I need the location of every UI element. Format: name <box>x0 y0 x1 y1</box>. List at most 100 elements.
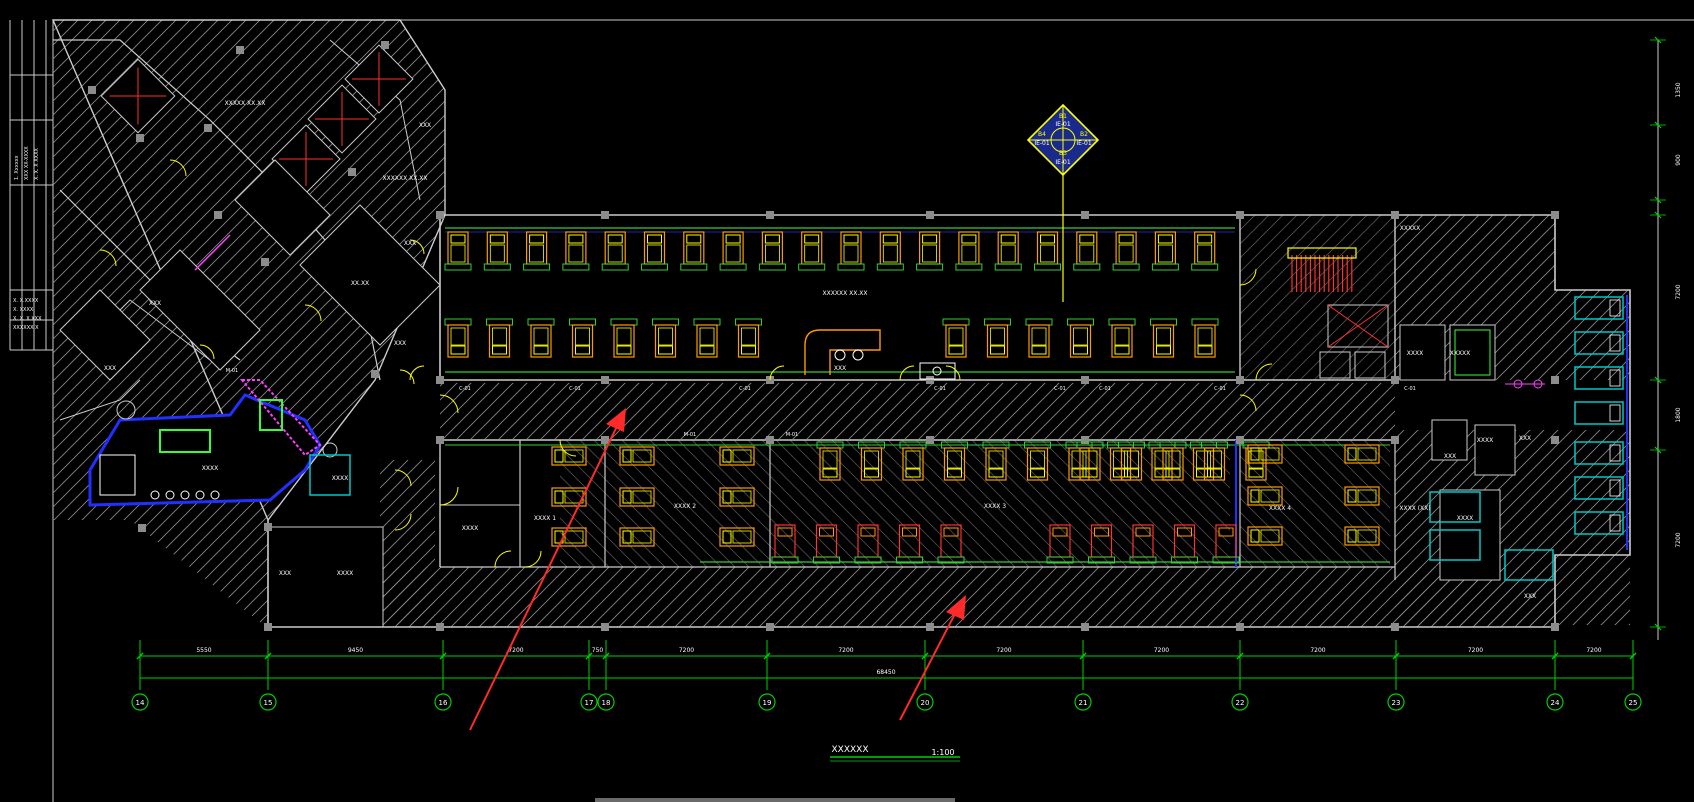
room-label: XXXXX <box>1400 225 1421 232</box>
axis-bubble-label: 16 <box>439 699 448 707</box>
drawing-title-text: XXXXXX <box>832 745 869 755</box>
door-tag: C-01 <box>934 386 946 392</box>
axis-bubble-label: 22 <box>1236 699 1245 707</box>
bed <box>734 318 763 358</box>
dimension-value: 5550 <box>196 647 211 654</box>
drawing-scale-text: 1:100 <box>931 748 954 757</box>
right-dimension-value: 7200 <box>1675 532 1682 547</box>
axis-bubble[interactable]: 23 <box>1387 693 1405 711</box>
red-arrow-right <box>899 607 959 721</box>
index-marker[interactable]: B1 IE-01 B4 IE-01 B2 IE-01 B3 IE-01 <box>1026 103 1100 302</box>
bed <box>1574 331 1624 355</box>
axis-bubble[interactable]: 21 <box>1074 693 1092 711</box>
room-label: XXXXXX XX.XX <box>823 290 868 297</box>
room-label: XXXX <box>1477 437 1493 444</box>
east-wing-details <box>1399 295 1628 581</box>
structural-column <box>436 376 444 384</box>
axis-bubble[interactable]: 19 <box>758 693 776 711</box>
right-dimension-value: 7200 <box>1675 284 1682 299</box>
room-label: XXXX <box>332 475 348 482</box>
door-tag: M-01 <box>684 432 696 438</box>
room-label: XXX <box>394 340 406 347</box>
room-label: XXXXX XX.XX <box>225 100 266 107</box>
axis-bubble[interactable]: 14 <box>131 693 149 711</box>
structural-column <box>436 211 444 219</box>
marker-top-ref: IE-01 <box>1055 121 1071 128</box>
structural-column <box>926 211 934 219</box>
structural-column <box>1081 211 1089 219</box>
bed <box>1191 231 1219 271</box>
axis-bubble[interactable]: 16 <box>434 693 452 711</box>
bed <box>942 318 970 358</box>
axis-bubble[interactable]: 18 <box>597 693 615 711</box>
structural-column <box>1551 623 1559 631</box>
bed <box>483 231 511 271</box>
bed <box>651 318 680 358</box>
marker-left-label: B4 <box>1038 131 1046 138</box>
structural-column <box>264 523 272 531</box>
bed <box>1025 318 1053 358</box>
bed <box>610 318 638 358</box>
room-label: XXX <box>1524 593 1536 600</box>
room-label: XXX <box>1444 453 1456 460</box>
axis-bubble-label: 20 <box>921 699 930 707</box>
door-tag: M-01 <box>786 432 798 438</box>
room-label: XXX <box>149 300 161 307</box>
room-label: XXXX 3 <box>984 503 1006 510</box>
dimension-value: 7200 <box>838 647 853 654</box>
bed <box>522 231 551 271</box>
marker-top-label: B1 <box>1059 113 1067 120</box>
axis-bubble[interactable]: 20 <box>916 693 934 711</box>
bed <box>1066 318 1095 358</box>
door-tag: C-01 <box>1054 386 1066 392</box>
room-label: XXX <box>834 365 846 372</box>
bed <box>955 231 983 271</box>
bed <box>1108 318 1136 358</box>
door-tag: C-01 <box>1404 386 1416 392</box>
structural-column <box>1236 376 1244 384</box>
axis-bubble[interactable]: 15 <box>259 693 277 711</box>
structural-column <box>926 623 934 631</box>
room-label: XXXX <box>337 570 353 577</box>
room-label: XXXX 2 <box>674 503 696 510</box>
room-label: XXX <box>279 570 291 577</box>
title-block-line: 1. Xxxxxx <box>14 155 20 180</box>
axis-bubble-label: 15 <box>264 699 273 707</box>
structural-column <box>1236 623 1244 631</box>
structural-column <box>766 211 774 219</box>
dimension-value: 9450 <box>348 647 363 654</box>
pillow <box>1609 299 1621 317</box>
structural-column <box>601 211 609 219</box>
bed <box>915 231 944 271</box>
marker-bottom-ref: IE-01 <box>1055 159 1071 166</box>
bed <box>758 231 787 271</box>
bed <box>1574 511 1624 535</box>
bed <box>983 318 1012 358</box>
horizontal-scrollbar[interactable] <box>595 798 955 802</box>
marker-bottom-label: B3 <box>1059 150 1067 157</box>
room-label: XXX <box>104 365 116 372</box>
axis-bubble[interactable]: 17 <box>580 693 598 711</box>
bed <box>640 231 669 271</box>
dimension-value: 750 <box>592 647 604 654</box>
bed <box>693 318 721 358</box>
bed <box>1191 318 1219 358</box>
dimension-value: 7200 <box>1154 647 1169 654</box>
bed <box>1073 231 1101 271</box>
axis-bubble[interactable]: 22 <box>1231 693 1249 711</box>
axis-bubble[interactable]: 24 <box>1546 693 1564 711</box>
structural-column <box>436 623 444 631</box>
bed <box>527 318 555 358</box>
axis-bubble[interactable]: 25 <box>1624 693 1642 711</box>
bed <box>485 318 514 358</box>
structural-column <box>926 436 934 444</box>
room-label: XXX <box>419 122 431 129</box>
right-dimension-value: 1800 <box>1675 407 1682 422</box>
room-label: XXXX <box>462 525 478 532</box>
title-block-line: X. XXXX <box>13 307 34 313</box>
structural-column <box>926 376 934 384</box>
